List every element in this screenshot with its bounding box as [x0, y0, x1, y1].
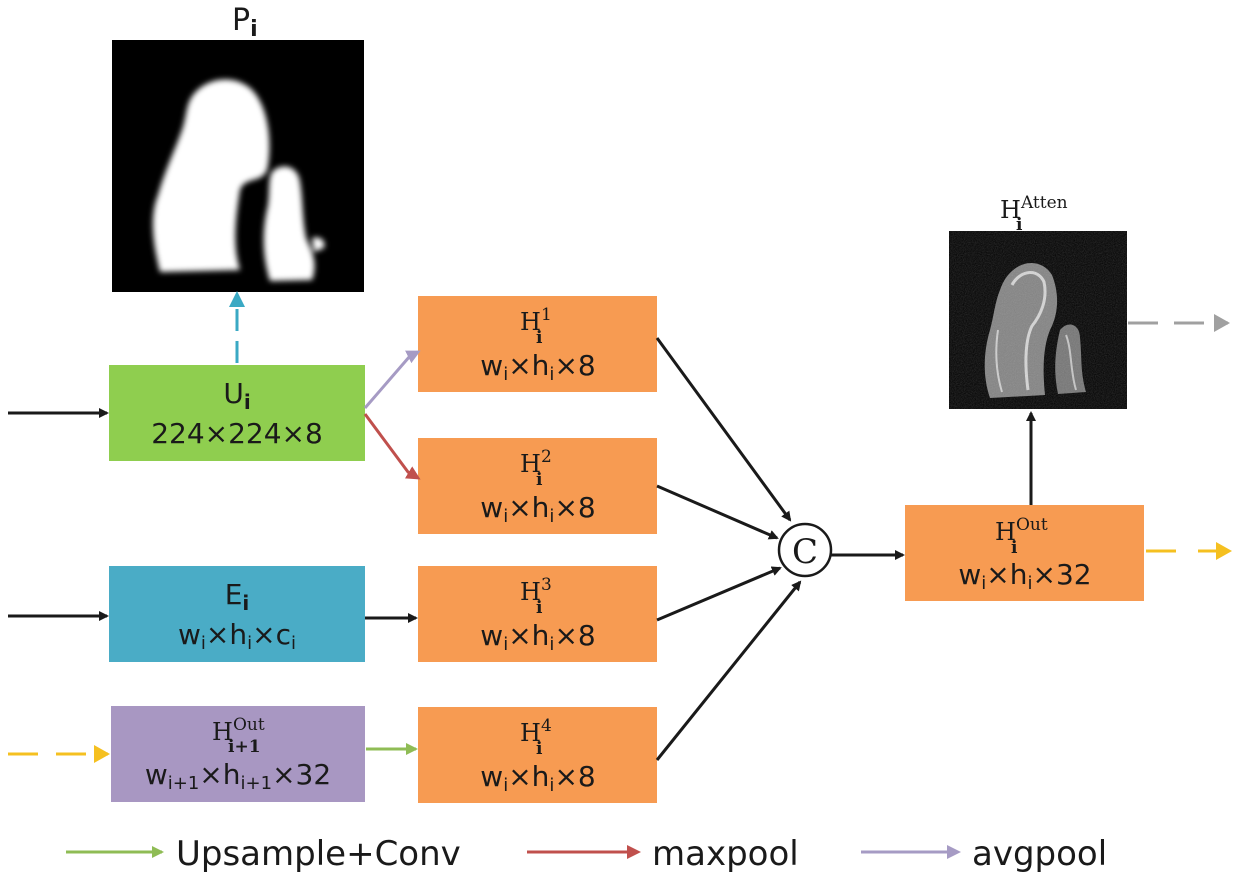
svg-text:avgpool: avgpool [972, 834, 1107, 874]
legend-item-upsample-conv: Upsample+Conv [66, 834, 461, 874]
h2-to-concat-arrow [656, 484, 779, 540]
svg-text:i: i [1011, 538, 1018, 558]
h2-box: H2 i wi×hi×8 [418, 438, 657, 534]
legend-item-avgpool: avgpool [861, 834, 1107, 874]
hatten-label: HAtten [1000, 193, 1068, 224]
svg-text:224×224×8: 224×224×8 [151, 417, 323, 450]
svg-text:wi×hi×8: wi×hi×8 [480, 760, 595, 796]
svg-text:i+1: i+1 [228, 737, 261, 757]
svg-text:wi+1×hi+1×32: wi+1×hi+1×32 [145, 758, 331, 794]
svg-text:Ei: Ei [225, 578, 250, 615]
h4-to-concat-arrow [655, 580, 802, 761]
svg-text:H4: H4 [520, 716, 552, 747]
svg-text:maxpool: maxpool [652, 834, 799, 874]
svg-text:H1: H1 [520, 305, 552, 336]
svg-text:wi×hi×ci: wi×hi×ci [178, 618, 296, 654]
svg-text:wi×hi×8: wi×hi×8 [480, 491, 595, 527]
svg-text:HOut: HOut [995, 515, 1048, 546]
svg-text:C: C [792, 532, 818, 572]
legend-item-maxpool: maxpool [527, 834, 799, 874]
u-box: Ui 224×224×8 [109, 365, 365, 461]
h3-box: H3 i wi×hi×8 [418, 566, 657, 662]
h1-to-concat-arrow [655, 337, 792, 522]
svg-text:H3: H3 [520, 575, 552, 606]
h4-box: H4 i wi×hi×8 [418, 707, 657, 803]
concat-node: C [777, 522, 833, 578]
svg-text:wi×hi×32: wi×hi×32 [958, 558, 1091, 594]
hout-box: HOut i wi×hi×32 [905, 505, 1144, 601]
svg-text:i: i [536, 470, 543, 490]
h3-to-concat-arrow [656, 566, 782, 622]
svg-text:wi×hi×8: wi×hi×8 [480, 349, 595, 385]
attention-map-image [949, 231, 1127, 409]
legend: Upsample+Conv maxpool avgpool [66, 834, 1107, 874]
svg-text:HOut: HOut [212, 715, 265, 746]
e-box: Ei wi×hi×ci [109, 566, 365, 662]
hprev-box: HOut i+1 wi+1×hi+1×32 [111, 706, 365, 802]
silhouette-mask-image [112, 40, 364, 292]
svg-text:i: i [536, 328, 543, 348]
svg-text:Ui: Ui [223, 377, 250, 414]
svg-text:i: i [536, 739, 543, 759]
svg-text:H2: H2 [520, 447, 552, 478]
avgpool-arrow [363, 350, 421, 409]
h1-box: H1 i wi×hi×8 [418, 296, 657, 392]
svg-text:Upsample+Conv: Upsample+Conv [176, 834, 461, 874]
p-label: Pi [232, 3, 258, 42]
hatten-label-sub: i [1016, 215, 1023, 235]
maxpool-arrow [363, 413, 421, 480]
svg-text:i: i [536, 598, 543, 618]
svg-text:wi×hi×8: wi×hi×8 [480, 619, 595, 655]
